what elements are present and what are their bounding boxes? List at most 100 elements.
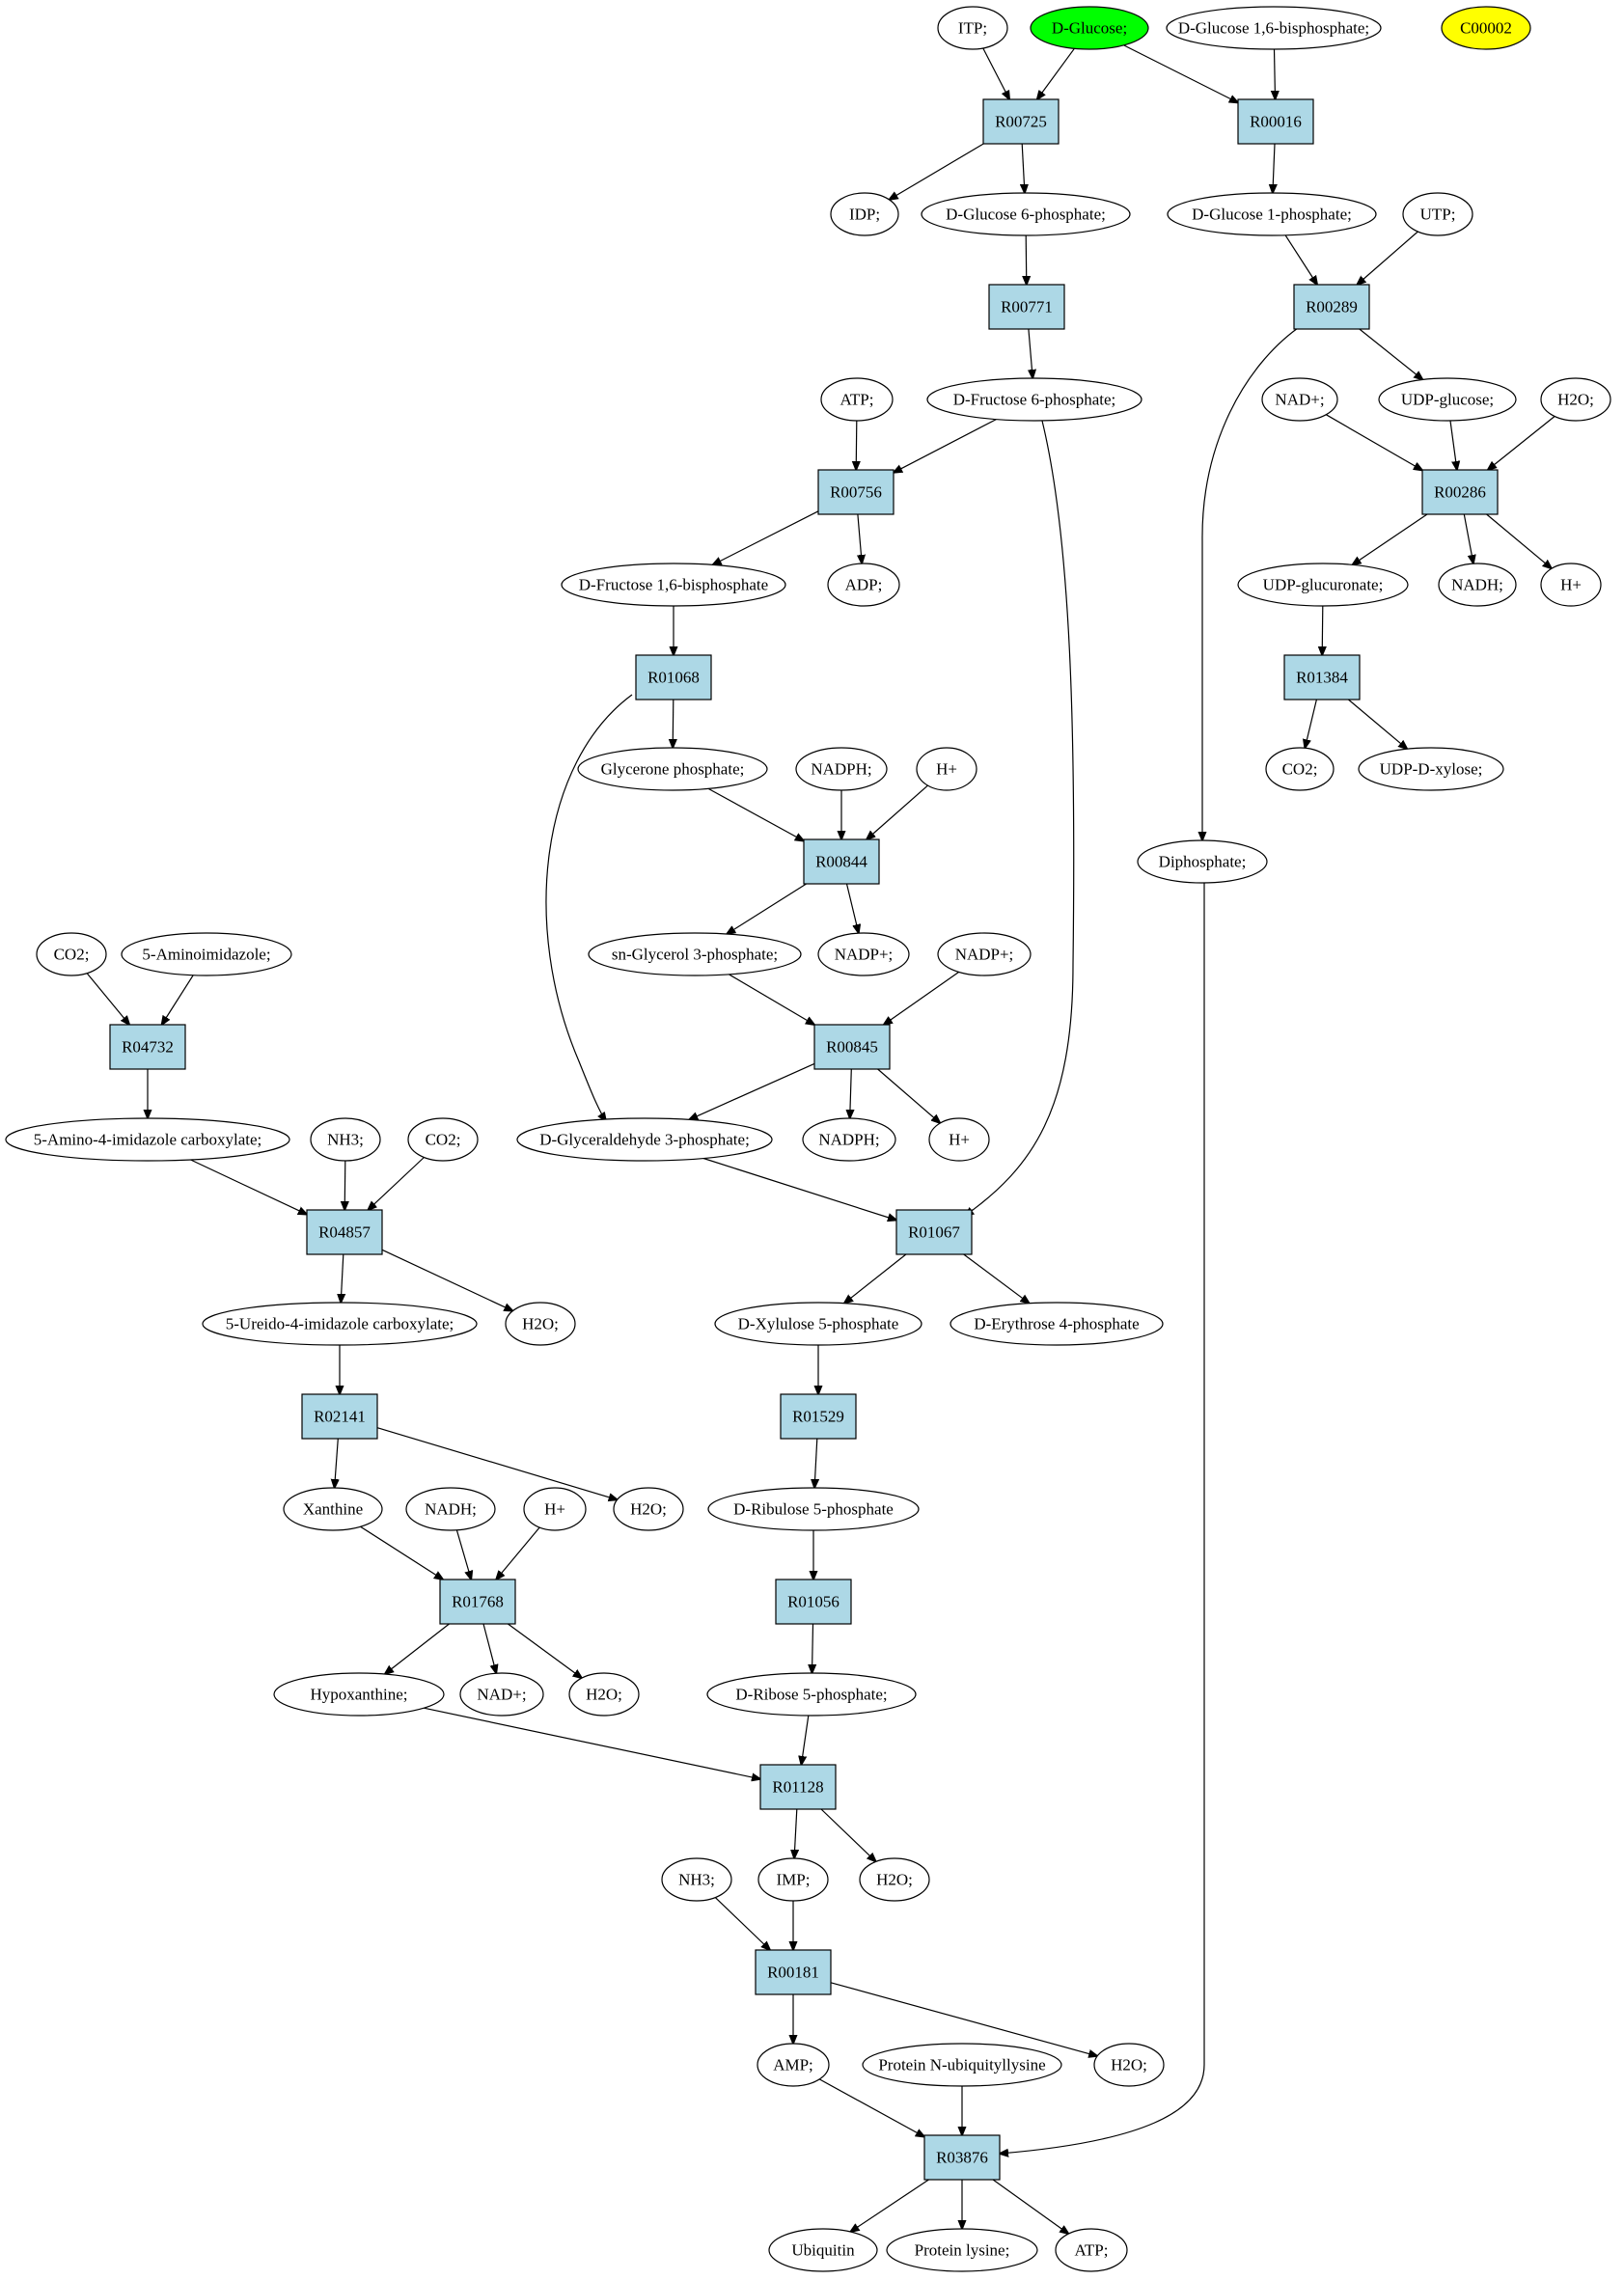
reaction-node-r00756: R00756 bbox=[817, 469, 895, 515]
compound-node-nadh2: NADH; bbox=[405, 1487, 496, 1531]
compound-ellipse bbox=[516, 1117, 773, 1162]
edge-glucose-to-R00725 bbox=[1037, 47, 1075, 99]
reaction-label: R04857 bbox=[318, 1223, 371, 1242]
compound-node-h2o4: H2O; bbox=[568, 1672, 640, 1717]
compound-node-aminoimid: 5-Aminoimidazole; bbox=[121, 932, 292, 976]
compound-label: D-Fructose 6-phosphate; bbox=[953, 391, 1116, 409]
edge-R01128-to-imp bbox=[794, 1808, 797, 1858]
edge-g16bp-to-R00016 bbox=[1275, 48, 1276, 99]
reaction-label: R01128 bbox=[772, 1778, 823, 1797]
reaction-box bbox=[775, 1579, 852, 1625]
compound-label: NH3; bbox=[327, 1131, 364, 1149]
reaction-label: R00289 bbox=[1306, 298, 1358, 316]
compound-ellipse bbox=[706, 1672, 917, 1717]
compound-node-nadpplus1: NADP+; bbox=[817, 932, 910, 976]
compound-label: 5-Aminoimidazole; bbox=[142, 946, 270, 964]
compound-label: CO2; bbox=[1282, 760, 1318, 779]
compound-node-idp: IDP; bbox=[830, 192, 899, 236]
edge-co2b-to-R04732 bbox=[86, 973, 129, 1025]
compound-node-atp2: ATP; bbox=[1055, 2228, 1128, 2272]
reaction-node-r00016: R00016 bbox=[1237, 98, 1314, 145]
compound-node-xu5p: D-Xylulose 5-phosphate bbox=[714, 1302, 922, 1346]
compound-ellipse bbox=[859, 1857, 930, 1902]
edge-udpglc-to-R00286 bbox=[1449, 420, 1457, 470]
compound-label: ADP; bbox=[845, 576, 883, 594]
edge-R03876-to-ubiquitin bbox=[850, 2179, 929, 2232]
compound-label: H2O; bbox=[586, 1686, 622, 1704]
compound-node-h2o3: H2O; bbox=[613, 1487, 684, 1531]
edge-diphosphate-to-R03876 bbox=[1000, 883, 1205, 2154]
compound-ellipse bbox=[1055, 2228, 1128, 2272]
reaction-box bbox=[813, 1024, 891, 1070]
compound-node-nadh1: NADH; bbox=[1438, 563, 1517, 607]
edge-g6p-to-R00771 bbox=[1026, 234, 1027, 285]
compound-node-nadph1: NADPH; bbox=[795, 747, 888, 791]
compound-ellipse bbox=[820, 377, 894, 422]
edge-aminoimid-to-R04732 bbox=[162, 975, 194, 1025]
reaction-node-r02141: R02141 bbox=[301, 1393, 378, 1440]
compound-ellipse bbox=[121, 932, 292, 976]
compound-ellipse bbox=[1166, 6, 1382, 50]
compound-ellipse bbox=[561, 563, 786, 607]
edge-R01768-to-hypox bbox=[385, 1623, 450, 1674]
compound-node-utp: UTP; bbox=[1402, 192, 1473, 236]
edge-g1p-to-R00289 bbox=[1284, 234, 1317, 285]
edge-R01529-to-ru5p bbox=[814, 1438, 817, 1488]
compound-label: IDP; bbox=[849, 206, 880, 224]
reaction-label: R04732 bbox=[122, 1038, 174, 1057]
compound-label: H+ bbox=[544, 1500, 565, 1519]
edge-R00845-to-gap bbox=[689, 1062, 815, 1119]
reaction-box bbox=[982, 98, 1060, 145]
compound-node-adp: ADP; bbox=[827, 563, 900, 607]
compound-node-itp: ITP; bbox=[937, 6, 1008, 50]
compound-ellipse bbox=[937, 932, 1032, 976]
compound-label: D-Glyceraldehyde 3-phosphate; bbox=[539, 1131, 750, 1149]
edge-nadh2-to-R01768 bbox=[455, 1529, 471, 1580]
reaction-node-r01768: R01768 bbox=[439, 1579, 516, 1625]
edge-R00289-to-diphosphate bbox=[1202, 327, 1299, 840]
compound-label: H2O; bbox=[1557, 391, 1594, 409]
edge-nh3b-to-R00181 bbox=[714, 1897, 770, 1950]
reaction-label: R00725 bbox=[995, 113, 1047, 131]
edge-R01384-to-udpxyl bbox=[1348, 699, 1407, 749]
compound-label: UDP-glucuronate; bbox=[1263, 576, 1384, 594]
compound-ellipse bbox=[827, 563, 900, 607]
edge-R01128-to-h2o5 bbox=[820, 1808, 876, 1861]
edge-R01068-to-gap bbox=[545, 694, 633, 1121]
compound-ellipse bbox=[886, 2228, 1038, 2272]
compound-node-udpxyl: UDP-D-xylose; bbox=[1358, 747, 1504, 791]
edge-R00845-to-hplus3 bbox=[877, 1068, 941, 1123]
compound-ellipse bbox=[817, 932, 910, 976]
compound-ellipse bbox=[950, 1302, 1164, 1346]
edge-R00845-to-nadph2 bbox=[850, 1068, 852, 1118]
reaction-node-r04732: R04732 bbox=[109, 1024, 186, 1070]
edge-xanthine-to-R01768 bbox=[360, 1525, 444, 1580]
compound-label: NAD+; bbox=[1275, 391, 1324, 409]
compound-label: AMP; bbox=[773, 2056, 813, 2074]
compound-label: NADH; bbox=[425, 1500, 477, 1519]
edge-R00286-to-hplus1 bbox=[1486, 513, 1552, 568]
compound-node-dhap: Glycerone phosphate; bbox=[577, 747, 768, 791]
reaction-label: R00016 bbox=[1250, 113, 1302, 131]
reaction-node-r00845: R00845 bbox=[813, 1024, 891, 1070]
reaction-node-r01128: R01128 bbox=[759, 1764, 837, 1810]
reaction-box bbox=[439, 1579, 516, 1625]
edge-R01384-to-co2a bbox=[1305, 699, 1317, 748]
reaction-node-r01067: R01067 bbox=[895, 1209, 973, 1255]
edge-R00756-to-adp bbox=[858, 513, 862, 563]
compound-label: D-Glucose 1-phosphate; bbox=[1192, 206, 1352, 224]
compound-ellipse bbox=[5, 1117, 290, 1162]
compound-ellipse bbox=[916, 747, 977, 791]
reaction-label: R00286 bbox=[1434, 483, 1486, 502]
compound-ellipse bbox=[1358, 747, 1504, 791]
compound-ellipse bbox=[283, 1487, 383, 1531]
edge-amp-to-R03876 bbox=[818, 2078, 924, 2137]
compound-node-glucose: D-Glucose; bbox=[1030, 6, 1149, 50]
compound-label: NADH; bbox=[1451, 576, 1503, 594]
reaction-label: R01068 bbox=[647, 669, 700, 687]
compound-ellipse bbox=[405, 1487, 496, 1531]
edge-R00286-to-nadh1 bbox=[1463, 513, 1473, 563]
compound-node-h2o1: H2O; bbox=[1540, 377, 1611, 422]
reaction-node-r00181: R00181 bbox=[755, 1949, 832, 1995]
reaction-box bbox=[301, 1393, 378, 1440]
